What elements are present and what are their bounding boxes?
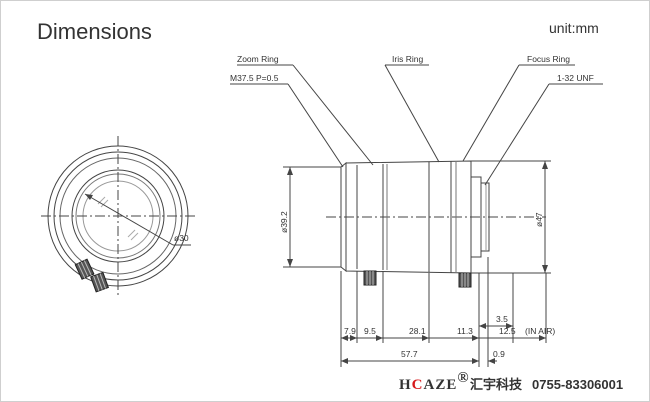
rear-diameter-label: ø47 — [534, 212, 544, 227]
side-view: Zoom Ring M37.5 P=0.5 Iris Ring Focus Ri… — [230, 54, 603, 367]
dim-rear-small: 3.5 — [496, 314, 508, 324]
dim-seg-4: 11.3 — [457, 326, 473, 336]
callout-zoom-ring: Zoom Ring — [237, 54, 279, 64]
callout-focus-ring: Focus Ring — [527, 54, 570, 64]
svg-text:HCAZE®: HCAZE® — [399, 370, 470, 393]
dim-flange-gap: 0.9 — [493, 349, 505, 359]
front-view: ø30 — [41, 136, 195, 296]
unit-label: unit:mm — [549, 20, 599, 36]
front-diameter-label: ø30 — [174, 233, 189, 243]
callout-mount-thread: 1-32 UNF — [557, 73, 594, 83]
brand-logo: HCAZE® 汇宇科技 0755-83306001 — [399, 370, 623, 393]
company-phone: 0755-83306001 — [532, 377, 623, 392]
callout-iris-ring: Iris Ring — [392, 54, 423, 64]
dim-total-length: 57.7 — [401, 349, 418, 359]
dim-back-focus-note: (IN AIR) — [525, 326, 555, 336]
body-diameter-label: ø39.2 — [279, 211, 289, 233]
dim-back-focus: 12.5 — [499, 326, 516, 336]
callout-thread-spec: M37.5 P=0.5 — [230, 73, 279, 83]
page-title: Dimensions — [37, 19, 152, 44]
company-name: 汇宇科技 — [470, 377, 523, 393]
dim-seg-2: 9.5 — [364, 326, 376, 336]
dim-seg-3: 28.1 — [409, 326, 426, 336]
dim-seg-1: 7.9 — [344, 326, 356, 336]
